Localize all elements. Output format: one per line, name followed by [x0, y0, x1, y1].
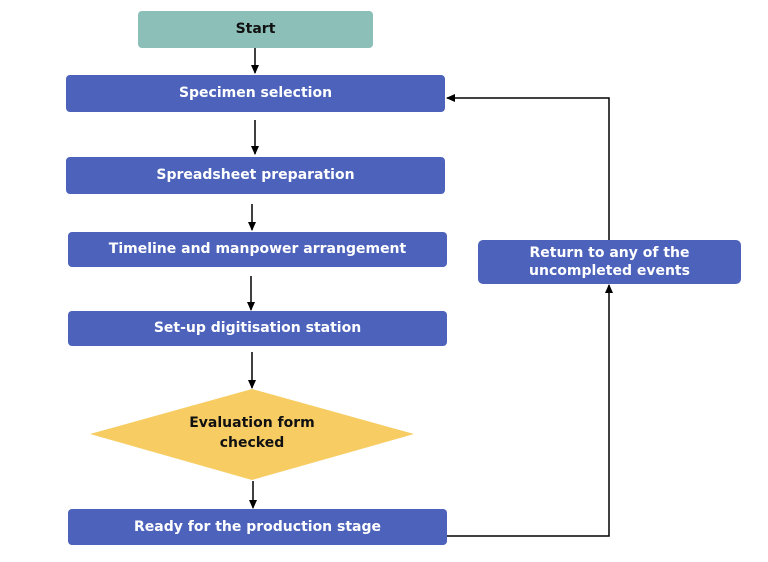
step-setup-digitisation-station: Set-up digitisation station	[68, 311, 447, 346]
decision-label: Evaluation form checked	[150, 410, 354, 458]
step-ready-for-production: Ready for the production stage	[68, 509, 447, 545]
decision-label-line-1: Evaluation form	[189, 415, 315, 432]
step-timeline-arrangement: Timeline and manpower arrangement	[68, 232, 447, 267]
return-label-line-1: Return to any of the	[529, 244, 690, 261]
decision-label-line-2: checked	[219, 435, 285, 451]
decision-diamond	[90, 389, 414, 480]
arrow-return-to-selection	[446, 94, 610, 240]
return-to-uncompleted-events: Return to any of the uncompleted events	[478, 240, 741, 284]
start-node: Start	[138, 11, 373, 48]
step-specimen-selection: Specimen selection	[66, 75, 445, 112]
arrow-production-to-return	[447, 284, 613, 537]
return-label-line-2: uncompleted events	[529, 263, 690, 279]
step-spreadsheet-preparation: Spreadsheet preparation	[66, 157, 445, 194]
